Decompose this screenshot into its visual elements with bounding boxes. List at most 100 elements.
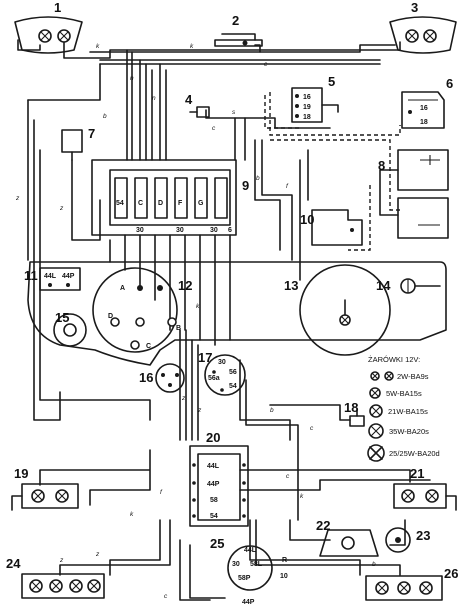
fuse-label: 54 xyxy=(116,200,124,207)
switch-terminal: 30 xyxy=(232,561,240,568)
component-number: 8 xyxy=(378,158,385,173)
ignition-label: 56a xyxy=(208,375,220,382)
component-number: 11 xyxy=(24,268,38,283)
switch-label: 44P xyxy=(62,273,75,280)
fuse-label: 30 xyxy=(210,227,218,234)
panel-lamp: 14 xyxy=(376,278,441,294)
dashboard-outline xyxy=(27,261,447,366)
component-number: 23 xyxy=(416,528,430,543)
cluster-label: A xyxy=(120,285,125,292)
fuse-label: 6 xyxy=(228,227,232,234)
component-number: 24 xyxy=(6,556,21,571)
svg-text:b: b xyxy=(372,561,376,568)
terminal-label: 18 xyxy=(303,114,311,121)
svg-text:f: f xyxy=(286,183,289,190)
legend-item: 35W-BA20s xyxy=(368,423,429,439)
number-plate-lamp: 22 xyxy=(316,518,379,557)
switch-terminal: R xyxy=(282,557,287,564)
fuse-label: G xyxy=(198,200,204,207)
connector-label: 44L xyxy=(207,463,220,470)
component-number: 12 xyxy=(178,278,192,293)
switch-terminal: 44L xyxy=(244,547,257,554)
relay-5: 16 19 18 5 xyxy=(291,74,339,123)
svg-text:n: n xyxy=(130,75,134,82)
component-number: 14 xyxy=(376,278,391,293)
svg-text:c: c xyxy=(212,125,216,132)
instrument-cluster: A B C D 12 xyxy=(92,267,192,353)
svg-text:c: c xyxy=(164,593,168,600)
fuse-label: C xyxy=(138,200,143,207)
svg-text:35W-BA20s: 35W-BA20s xyxy=(389,427,429,436)
rear-lamp-left: 19 xyxy=(11,466,79,511)
fuse-label: 30 xyxy=(176,227,184,234)
flasher-unit: 7 xyxy=(61,126,95,161)
svg-text:z: z xyxy=(59,205,64,212)
component-number: 21 xyxy=(410,466,424,481)
component-number: 22 xyxy=(316,518,330,533)
ignition-label: 54 xyxy=(229,383,237,390)
cluster-label: D xyxy=(108,313,113,320)
svg-text:k: k xyxy=(190,43,194,50)
svg-text:2W-BA9s: 2W-BA9s xyxy=(397,372,429,381)
svg-text:z: z xyxy=(59,557,64,564)
ignition-switch: 30 56 56a 54 17 xyxy=(198,350,246,396)
connector-label: 54 xyxy=(210,513,218,520)
fuse-label: 30 xyxy=(136,227,144,234)
terminal-label: 16 xyxy=(420,105,428,112)
svg-text:b: b xyxy=(270,407,274,414)
svg-text:c: c xyxy=(264,61,268,68)
component-number: 6 xyxy=(446,76,453,91)
svg-text:25/25W-BA20d: 25/25W-BA20d xyxy=(389,449,440,458)
component-number: 18 xyxy=(344,400,358,415)
component-number: 25 xyxy=(210,536,224,551)
terminal-label: 19 xyxy=(303,104,311,111)
rear-connector: 44L 44P 58 54 20 xyxy=(189,430,249,527)
component-number: 15 xyxy=(55,310,69,325)
svg-text:5W-BA15s: 5W-BA15s xyxy=(386,389,422,398)
svg-text:b: b xyxy=(256,175,260,182)
component-number: 17 xyxy=(198,350,212,365)
component-number: 3 xyxy=(411,0,418,15)
svg-text:z: z xyxy=(95,551,100,558)
svg-text:21W-BA15s: 21W-BA15s xyxy=(388,407,428,416)
switch-terminal: 58L xyxy=(250,561,263,568)
svg-text:c: c xyxy=(310,425,314,432)
headlamp-left: 1 xyxy=(14,0,83,54)
component-number: 2 xyxy=(232,13,239,28)
component-number: 26 xyxy=(444,566,458,581)
svg-text:b: b xyxy=(103,113,107,120)
cluster-label: B xyxy=(176,325,181,332)
component-number: 9 xyxy=(242,178,249,193)
svg-text:s: s xyxy=(232,109,236,116)
fuse-label: D xyxy=(158,200,163,207)
wiring xyxy=(17,37,431,601)
component-number: 5 xyxy=(328,74,335,89)
legend-item: 25/25W-BA20d xyxy=(367,444,440,462)
cluster-label: C xyxy=(146,343,151,350)
svg-text:z: z xyxy=(15,195,20,202)
headlamp-right: 3 xyxy=(389,0,457,54)
component-number: 20 xyxy=(206,430,220,445)
svg-text:z: z xyxy=(181,395,186,402)
battery: 8 xyxy=(378,149,449,239)
switch-terminal: 10 xyxy=(280,573,288,580)
horn: 2 xyxy=(214,13,263,47)
speedometer: 13 xyxy=(284,264,391,356)
warning-lamp: 15 xyxy=(53,310,87,347)
fuse-box: 54 C D F G 30 30 30 6 9 xyxy=(91,159,249,236)
svg-text:z: z xyxy=(197,407,202,414)
wire-codes: k k z z s n n b b f c c k z z b c f k c … xyxy=(15,43,376,600)
component-number: 7 xyxy=(88,126,95,141)
svg-text:k: k xyxy=(196,303,200,310)
svg-text:k: k xyxy=(130,511,134,518)
rear-lamp-right: 21 xyxy=(393,466,457,511)
legend-item: 2W-BA9s xyxy=(370,371,429,381)
svg-text:k: k xyxy=(96,43,100,50)
relay-6: 16 18 6 xyxy=(401,76,453,129)
svg-text:f: f xyxy=(160,489,163,496)
bulb-legend: ŻARÓWKI 12V: 2W-BA9s 5W-BA15s 21W-BA15s … xyxy=(367,355,440,462)
reversing-lamp: 23 xyxy=(385,527,430,553)
component-number: 13 xyxy=(284,278,298,293)
connector-label: 58 xyxy=(210,497,218,504)
